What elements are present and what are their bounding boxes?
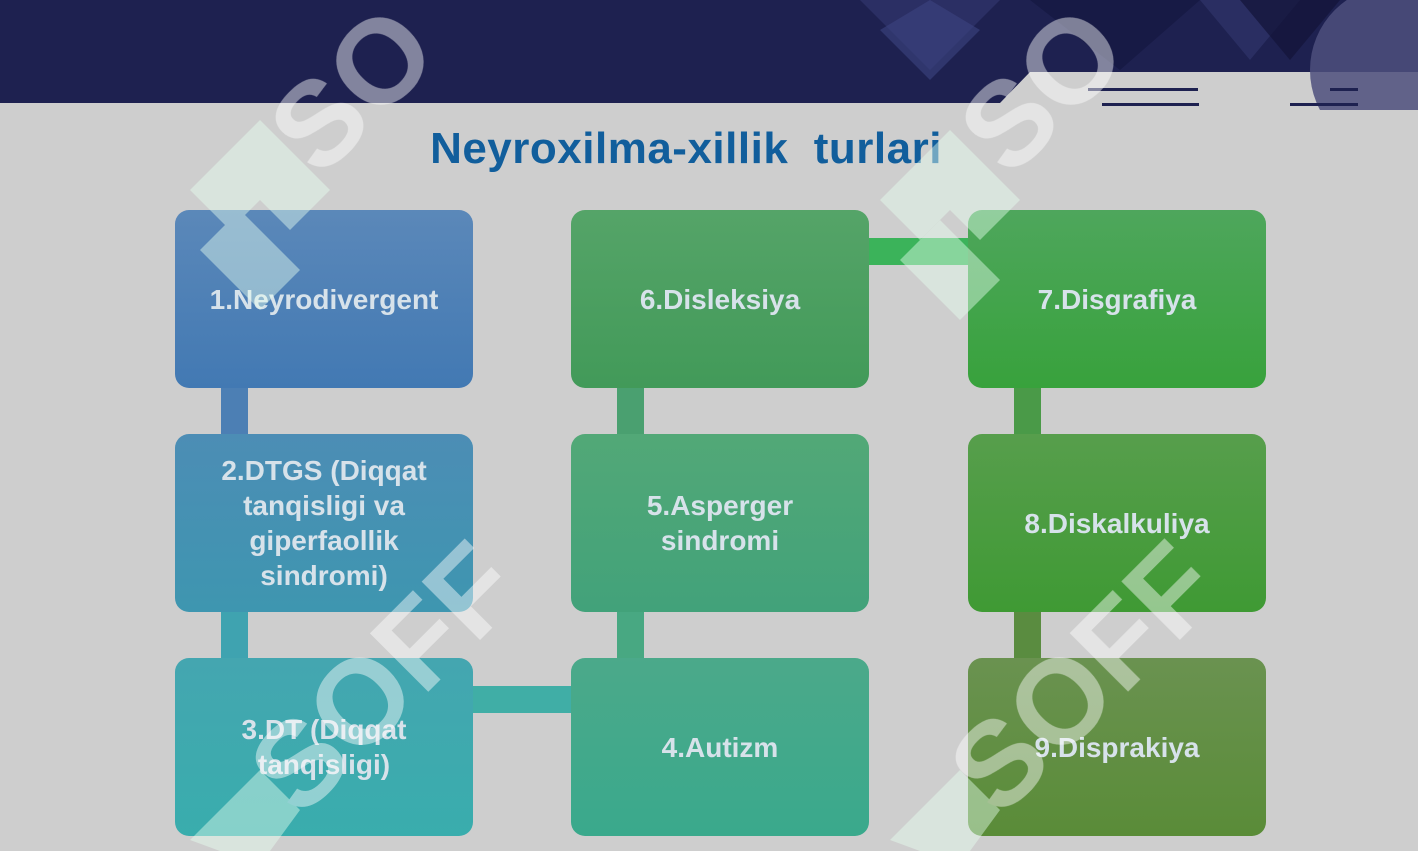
node-dt: 3.DT (Diqqat tanqisligi) xyxy=(175,658,473,836)
deco-line xyxy=(1088,88,1198,91)
node-autizm: 4.Autizm xyxy=(571,658,869,836)
node-disprakiya: 9.Disprakiya xyxy=(968,658,1266,836)
connector-5-6 xyxy=(617,386,644,436)
node-neyrodivergent: 1.Neyrodivergent xyxy=(175,210,473,388)
connector-8-9 xyxy=(1014,610,1041,660)
connector-6-7 xyxy=(866,238,970,265)
node-disleksiya: 6.Disleksiya xyxy=(571,210,869,388)
node-diskalkuliya: 8.Diskalkuliya xyxy=(968,434,1266,612)
node-dtgs: 2.DTGS (Diqqat tanqisligi va giperfaolli… xyxy=(175,434,473,612)
node-asperger: 5.Asperger sindromi xyxy=(571,434,869,612)
connector-2-3 xyxy=(221,610,248,660)
deco-line xyxy=(1290,103,1358,106)
connector-4-5 xyxy=(617,610,644,660)
connector-3-4 xyxy=(470,686,574,713)
deco-line xyxy=(1102,103,1199,106)
connector-1-2 xyxy=(221,386,248,436)
deco-line xyxy=(1330,88,1358,91)
slide-title: Neyroxilma-xillik turlari xyxy=(430,124,942,173)
connector-7-8 xyxy=(1014,386,1041,436)
node-disgrafiya: 7.Disgrafiya xyxy=(968,210,1266,388)
header-decoration xyxy=(860,0,1418,110)
